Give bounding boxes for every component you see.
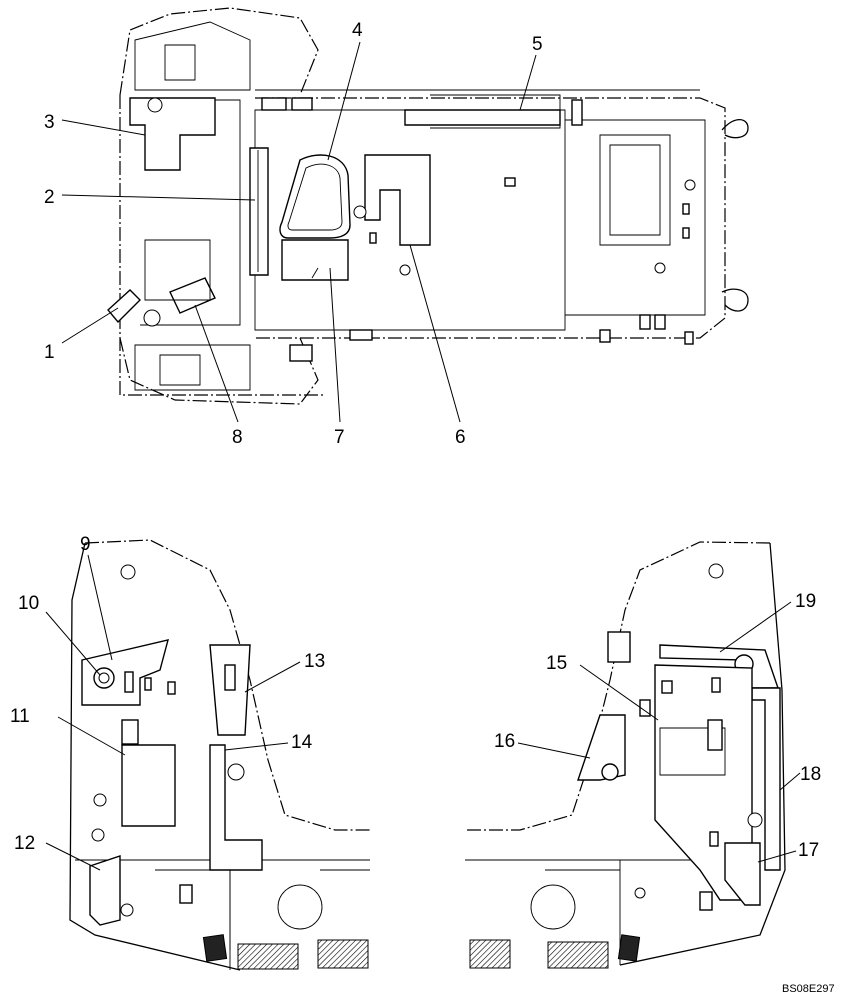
callout-5: 5 bbox=[532, 34, 543, 55]
callout-17: 17 bbox=[798, 840, 819, 861]
left-side-panel bbox=[69, 539, 370, 971]
callout-12: 12 bbox=[14, 833, 35, 854]
right-side-panel bbox=[465, 541, 786, 969]
callout-3: 3 bbox=[44, 112, 55, 133]
callout-16: 16 bbox=[494, 731, 515, 752]
callout-1: 1 bbox=[44, 342, 55, 363]
callout-7: 7 bbox=[334, 427, 345, 448]
callout-labels: 1 2 3 4 5 6 7 8 9 10 11 12 13 14 15 16 1… bbox=[10, 20, 821, 861]
leader-lines bbox=[45, 41, 801, 871]
top-view-chassis bbox=[107, 7, 749, 405]
callout-8: 8 bbox=[232, 427, 243, 448]
callout-11: 11 bbox=[10, 706, 30, 727]
callout-13: 13 bbox=[304, 651, 325, 672]
callout-10: 10 bbox=[18, 593, 39, 614]
callout-19: 19 bbox=[795, 591, 816, 612]
callout-15: 15 bbox=[546, 653, 567, 674]
callout-2: 2 bbox=[44, 187, 55, 208]
callout-18: 18 bbox=[800, 764, 821, 785]
callout-6: 6 bbox=[455, 427, 466, 448]
callout-9: 9 bbox=[80, 534, 91, 555]
figure-reference-code: BS08E297 bbox=[782, 983, 835, 995]
callout-4: 4 bbox=[352, 20, 363, 41]
callout-14: 14 bbox=[291, 732, 313, 753]
